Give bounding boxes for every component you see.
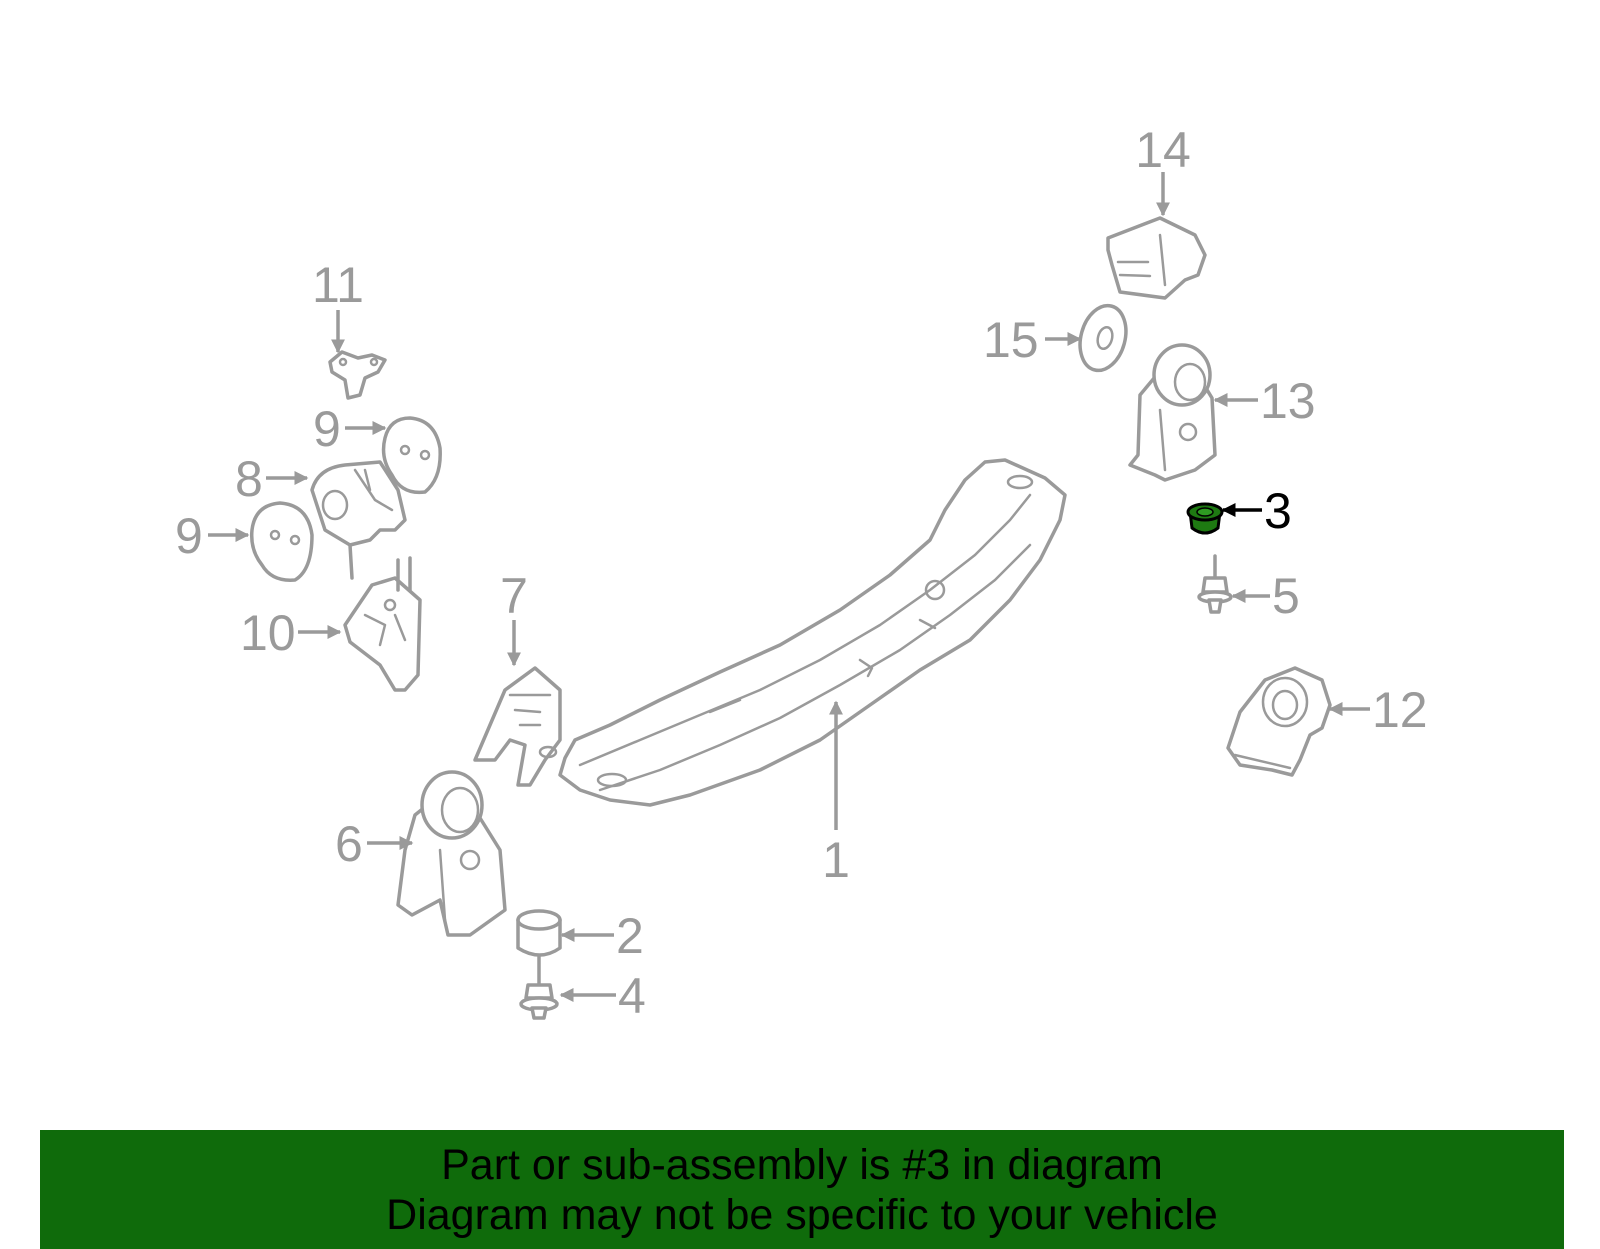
callout-12: 12 <box>1372 682 1428 738</box>
caption-line-1: Part or sub-assembly is #3 in diagram <box>441 1140 1163 1189</box>
leader-lines <box>208 172 1370 1002</box>
bolt-part-4 <box>519 955 559 1020</box>
crossmember-part-1 <box>558 458 1067 807</box>
parts-diagram: 1 2 3 4 5 6 7 8 9 9 10 11 12 13 14 15 <box>175 122 1428 1024</box>
bracket-part-11 <box>328 350 387 400</box>
callout-5: 5 <box>1272 568 1300 624</box>
callout-9-lower: 9 <box>175 508 203 564</box>
washer-part-15 <box>1078 303 1128 373</box>
callout-4: 4 <box>618 968 646 1024</box>
callout-9-upper: 9 <box>313 401 341 457</box>
bushing-part-3-highlighted <box>1186 502 1224 535</box>
mount-part-8 <box>310 460 407 580</box>
callout-1: 1 <box>822 832 850 888</box>
mount-part-13 <box>1128 343 1217 482</box>
bolt-part-5 <box>1197 554 1233 614</box>
callout-7: 7 <box>500 568 528 624</box>
callout-6: 6 <box>335 816 363 872</box>
shield-part-9-upper <box>381 416 442 495</box>
callout-14: 14 <box>1135 122 1191 178</box>
callout-2: 2 <box>616 908 644 964</box>
mount-part-6 <box>396 770 507 937</box>
shield-part-9-lower <box>249 501 314 582</box>
callout-11: 11 <box>312 257 364 313</box>
caption-line-2: Diagram may not be specific to your vehi… <box>386 1190 1218 1239</box>
callout-10: 10 <box>240 605 296 661</box>
mount-part-12 <box>1226 666 1332 777</box>
callout-labels: 1 2 3 4 5 6 7 8 9 9 10 11 12 13 14 15 <box>175 122 1428 1024</box>
callout-3: 3 <box>1264 483 1292 539</box>
callout-13: 13 <box>1260 373 1316 429</box>
bracket-part-14 <box>1106 216 1207 300</box>
caption-banner: Part or sub-assembly is #3 in diagram Di… <box>40 1130 1564 1249</box>
callout-8: 8 <box>235 451 263 507</box>
bracket-part-10 <box>343 556 422 692</box>
callout-15: 15 <box>983 312 1039 368</box>
bracket-part-7 <box>473 666 562 787</box>
bushing-part-2 <box>516 909 562 957</box>
